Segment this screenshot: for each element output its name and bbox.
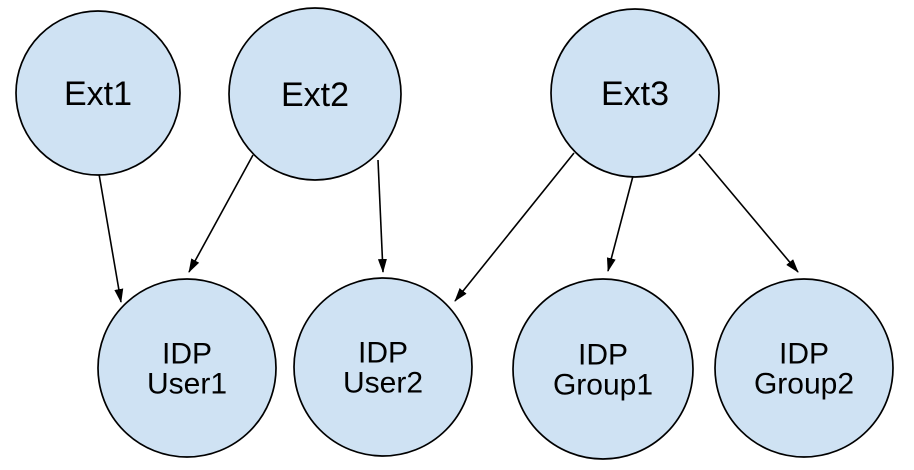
node-circle-idp-user2 [293, 277, 473, 457]
node-label-ext2: Ext2 [281, 76, 349, 114]
edge-ext2-to-idp-user1 [188, 154, 254, 273]
edge-ext3-to-idp-group2 [698, 153, 799, 273]
node-circle-idp-group1 [512, 278, 694, 460]
edge-ext1-to-idp-user1 [98, 173, 124, 303]
node-label-ext3: Ext3 [601, 75, 669, 113]
node-label-ext1: Ext1 [64, 75, 132, 113]
node-ext3: Ext3 [550, 8, 720, 178]
node-circle-ext2 [228, 7, 402, 181]
node-ext1: Ext1 [15, 10, 181, 176]
edge-ext3-to-idp-user2 [454, 152, 575, 302]
edge-ext3-to-idp-group1 [606, 175, 634, 272]
node-circle-idp-group2 [714, 278, 894, 458]
node-circle-ext3 [550, 8, 720, 178]
edge-ext2-to-idp-user2 [377, 159, 387, 273]
node-circle-idp-user1 [97, 278, 277, 458]
node-ext2: Ext2 [228, 7, 402, 181]
node-circle-ext1 [15, 10, 181, 176]
